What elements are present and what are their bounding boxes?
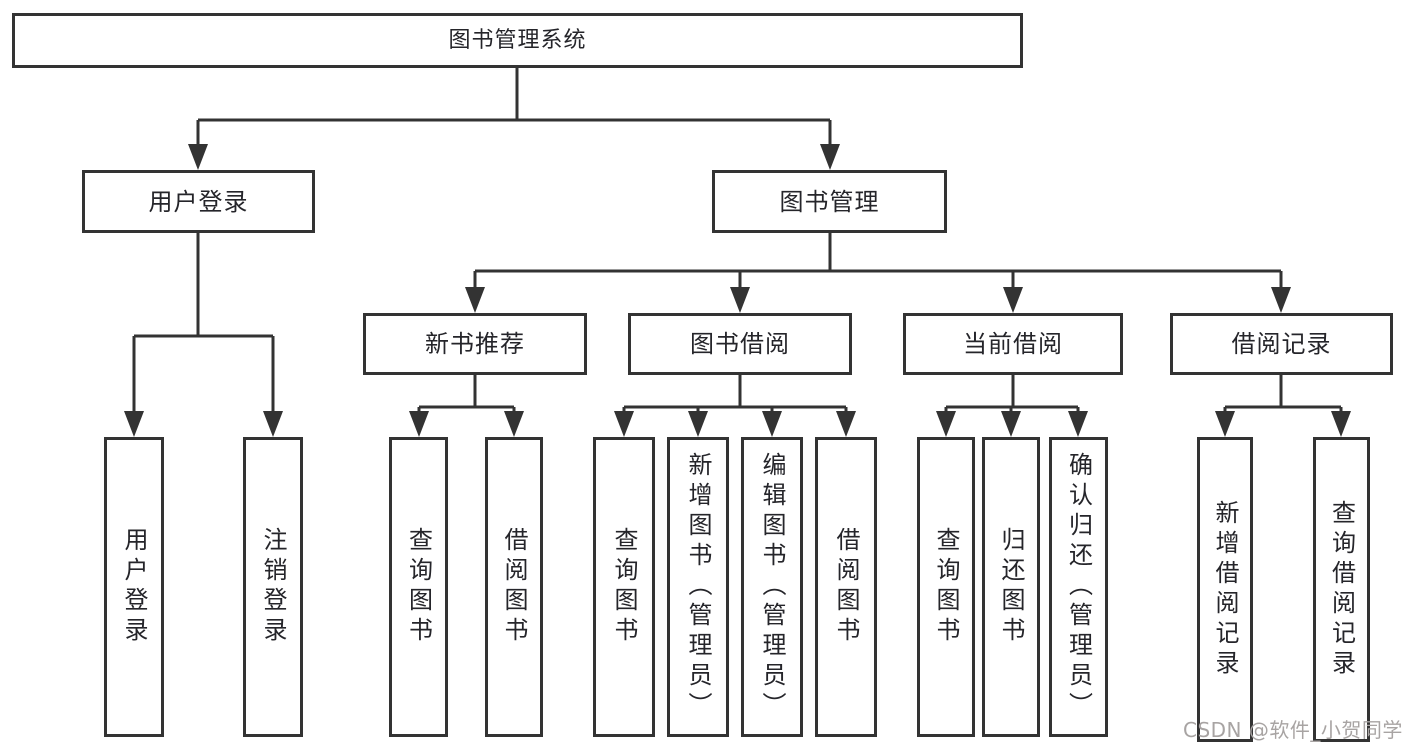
- node-user-login: 用户登录: [82, 170, 315, 233]
- leaf-current-query-books: 查询图书: [917, 437, 975, 737]
- node-book-borrow: 图书借阅: [628, 313, 852, 375]
- leaf-current-confirm-return-admin-label: 确认归还（管理员）: [1064, 452, 1093, 722]
- leaf-borrow-add-books-admin: 新增图书（管理员）: [667, 437, 729, 737]
- leaf-recommend-borrow-books: 借阅图书: [485, 437, 543, 737]
- node-current-borrow: 当前借阅: [903, 313, 1123, 375]
- node-root: 图书管理系统: [12, 13, 1023, 68]
- leaf-user-login: 用户登录: [104, 437, 164, 737]
- leaf-recommend-query-books-label: 查询图书: [404, 527, 433, 647]
- leaf-borrow-add-books-admin-label: 新增图书（管理员）: [684, 452, 712, 722]
- leaf-recommend-query-books: 查询图书: [389, 437, 448, 737]
- node-user-login-label: 用户登录: [148, 187, 249, 216]
- leaf-borrow-edit-books-admin-label: 编辑图书（管理员）: [758, 452, 786, 722]
- leaf-logout-label: 注销登录: [259, 527, 287, 647]
- leaf-borrow-borrow-books: 借阅图书: [815, 437, 877, 737]
- node-book-borrow-label: 图书借阅: [690, 330, 790, 358]
- leaf-borrow-query-books: 查询图书: [593, 437, 655, 737]
- node-book-management: 图书管理: [712, 170, 947, 233]
- leaf-current-confirm-return-admin: 确认归还（管理员）: [1049, 437, 1108, 737]
- leaf-records-query-record-label: 查询借阅记录: [1327, 499, 1356, 680]
- leaf-records-add-record: 新增借阅记录: [1197, 437, 1253, 742]
- leaf-logout: 注销登录: [243, 437, 303, 737]
- leaf-user-login-label: 用户登录: [120, 527, 148, 647]
- node-book-management-label: 图书管理: [779, 187, 880, 216]
- tree-lines: [132, 68, 1343, 433]
- node-new-book-recommend-label: 新书推荐: [425, 330, 525, 358]
- node-current-borrow-label: 当前借阅: [963, 330, 1063, 358]
- node-new-book-recommend: 新书推荐: [363, 313, 587, 375]
- leaf-recommend-borrow-books-label: 借阅图书: [500, 527, 528, 647]
- leaf-borrow-query-books-label: 查询图书: [610, 527, 638, 647]
- leaf-records-add-record-label: 新增借阅记录: [1211, 499, 1239, 680]
- watermark-text: CSDN @软件_小贺同学: [1183, 718, 1403, 742]
- leaf-current-return-books-label: 归还图书: [997, 527, 1025, 647]
- node-root-label: 图书管理系统: [448, 27, 587, 53]
- node-borrow-records-label: 借阅记录: [1231, 330, 1332, 358]
- leaf-records-query-record: 查询借阅记录: [1313, 437, 1370, 742]
- leaf-borrow-borrow-books-label: 借阅图书: [832, 527, 860, 647]
- leaf-borrow-edit-books-admin: 编辑图书（管理员）: [741, 437, 803, 737]
- leaf-current-return-books: 归还图书: [982, 437, 1040, 737]
- leaf-current-query-books-label: 查询图书: [932, 527, 960, 647]
- node-borrow-records: 借阅记录: [1170, 313, 1393, 375]
